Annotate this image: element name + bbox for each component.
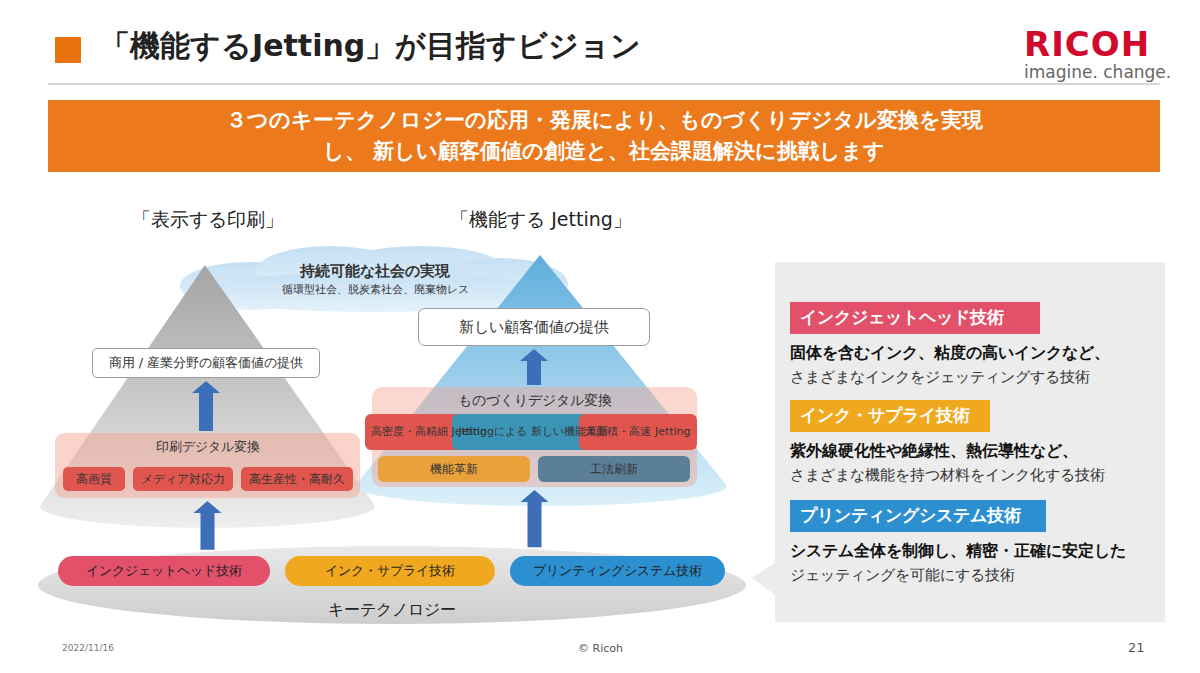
pyramid-body [355, 255, 727, 506]
cloud-shape: 持続可能な社会の実現循環型社会、脱炭素社会、廃棄物レス [180, 244, 570, 314]
body-text: さまざまな機能を持つ材料をインク化する技術 [790, 466, 1105, 485]
feature-tag: メディア対応力 [133, 467, 233, 491]
technology-heading: インク・サプライ技術 [790, 400, 990, 432]
logo-wordmark: RICOH [1024, 24, 1150, 64]
logo-tagline: imagine. change. [1024, 62, 1171, 82]
node-label: キーテクノロジー [328, 600, 456, 620]
tech-panel [775, 262, 1165, 622]
banner-band: ３つのキーテクノロジーの応用・発展により、ものづくりデジタル変換を実現し、 新し… [48, 100, 1160, 172]
node-label: インク・サプライ技術 [800, 405, 970, 426]
panel-pointer [752, 562, 776, 596]
node-sublabel: 循環型社会、脱炭素社会、廃棄物レス [282, 283, 469, 297]
feature-bar: 機能革新 [378, 456, 530, 482]
node-label: 機能革新 [430, 462, 478, 477]
node-label: プリンティングシステム技術 [800, 505, 1021, 526]
node-label: ものづくりデジタル変換 [458, 392, 612, 410]
node-label: 「表示する印刷」 [132, 208, 284, 232]
transform-band: ものづくりデジタル変換高密度・高精細 JettingJettingによる 新しい… [372, 387, 697, 487]
node-label: インク・サプライ技術 [325, 563, 455, 579]
technology-heading: プリンティングシステム技術 [790, 500, 1046, 532]
node-label: 工法刷新 [590, 462, 638, 477]
feature-tag: 高画質 [63, 467, 125, 491]
title-bullet [55, 37, 81, 63]
node-label: 「機能する Jetting」 [450, 208, 632, 232]
node-label: 高生産性・高耐久 [249, 472, 345, 487]
technology-pill: インク・サプライ技術 [285, 556, 495, 586]
technology-heading: インクジェットヘッド技術 [790, 302, 1040, 334]
node-label: 商用 / 産業分野の顧客価値の提供 [109, 355, 304, 371]
node-label: Jettingによる 新しい機能革新 [458, 425, 607, 438]
node-label: メディア対応力 [141, 472, 225, 487]
feature-box: 大面積・高速 Jetting [579, 414, 696, 450]
body-text: さまざまなインクをジェッティングする技術 [790, 368, 1090, 387]
node-label: 持続可能な社会の実現 [300, 262, 450, 281]
footer-date: 2022/11/16 [62, 643, 114, 653]
body-lead: 固体を含むインク、粘度の高いインクなど、 [790, 343, 1110, 364]
technology-pill: インクジェットヘッド技術 [58, 556, 270, 586]
ellipse-body [38, 546, 746, 624]
technology-pill: プリンティングシステム技術 [510, 556, 725, 586]
title-rule [48, 83, 1160, 85]
node-label: インクジェットヘッド技術 [800, 307, 1004, 328]
node-label: ３つのキーテクノロジーの応用・発展により、ものづくりデジタル変換を実現し、 新し… [205, 105, 1003, 168]
feature-tag: 高生産性・高耐久 [241, 467, 353, 491]
pyramid: 「表示する印刷」商用 / 産業分野の顧客価値の提供印刷デジタル変換高画質 メディア… [40, 208, 375, 536]
value-box: 新しい顧客価値の提供 [418, 308, 650, 346]
base-ellipse: キーテクノロジー インクジェットヘッド技術 インク・サプライ技術 プリンティングシステ… [38, 546, 746, 624]
page-number: 21 [1128, 640, 1145, 655]
node-label: 新しい顧客価値の提供 [459, 318, 609, 337]
value-box: 商用 / 産業分野の顧客価値の提供 [92, 348, 320, 378]
feature-bar: 工法刷新 [538, 456, 690, 482]
footer-copyright: © Ricoh [578, 642, 623, 655]
pyramid-body [40, 265, 375, 528]
node-label: プリンティングシステム技術 [533, 563, 702, 579]
slide-title: 「機能するJetting」が目指すビジョン [100, 26, 641, 67]
body-lead: システム全体を制御し、精密・正確に安定した [790, 541, 1126, 562]
node-label: 大面積・高速 Jetting [585, 425, 690, 438]
block-arrow [521, 490, 549, 547]
body-lead: 紫外線硬化性や絶縁性、熱伝導性など、 [790, 441, 1078, 462]
pyramid: 「機能する Jetting」新しい顧客価値の提供ものづくりデジタル変換高密度・高… [355, 208, 727, 508]
transform-band: 印刷デジタル変換高画質 メディア対応力 高生産性・高耐久 [55, 433, 360, 498]
body-text: ジェッティングを可能にする技術 [790, 566, 1015, 585]
node-label: 印刷デジタル変換 [156, 439, 260, 455]
node-label: インクジェットヘッド技術 [86, 563, 242, 579]
node-label: 高画質 [76, 472, 112, 487]
